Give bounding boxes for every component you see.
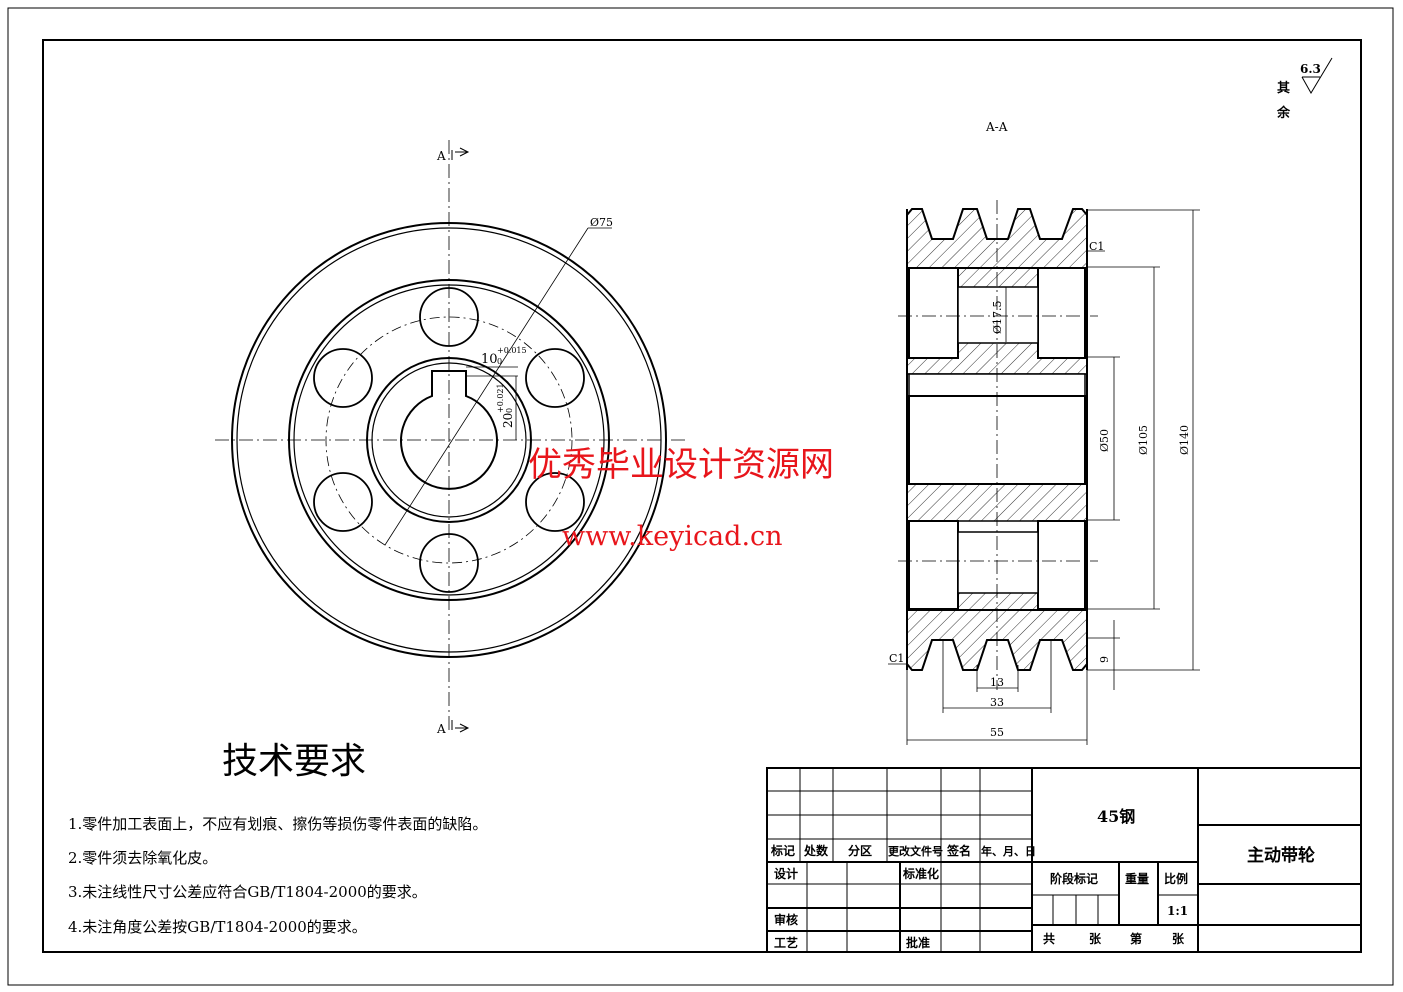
tb-header-mark: 标记 [770,843,795,858]
tech-req-item: 3.未注线性尺寸公差应符合GB/T1804-2000的要求。 [68,883,427,901]
tb-total: 共 [1043,931,1055,946]
tech-req-title: 技术要求 [222,741,366,782]
tb-header-date: 年、月、日 [981,844,1036,858]
tb-weight: 重量 [1125,871,1149,886]
section-label: A-A [985,120,1008,134]
drawing-frame [42,39,1362,953]
tb-standard: 标准化 [902,866,939,881]
watermark-url: www.keyicad.cn [562,521,783,552]
tb-no: 第 [1130,931,1142,946]
roughness-value: 6.3 [1300,62,1321,76]
tb-header-change-doc: 更改文件号 [888,844,943,858]
tech-req-item: 4.未注角度公差按GB/T1804-2000的要求。 [68,918,367,936]
tb-stage: 阶段标记 [1050,871,1098,886]
dim-text: 20 [501,413,515,428]
tb-header-zone: 分区 [848,843,872,858]
tb-header-count: 处数 [803,843,829,858]
dim-width: 55 [990,726,1004,739]
dim-chamfer-bottom: C1 [889,652,904,665]
tb-sheets: 张 [1089,931,1102,946]
dim-keyway-depth: 20 +0.021 0 [496,383,515,428]
tb-process: 工艺 [774,935,798,950]
section-mark-top: A [436,149,446,163]
dim-hole-circle: Ø105 [1137,425,1150,455]
dim-bore: Ø50 [1098,429,1111,452]
tb-scale: 1:1 [1167,904,1188,918]
roughness-label: 其 [1277,80,1290,96]
tech-req-item: 1.零件加工表面上，不应有划痕、擦伤等损伤零件表面的缺陷。 [68,815,487,833]
section-view [888,200,1200,745]
dim-text: 10 [481,352,498,367]
dim-groove-width: 13 [990,676,1004,689]
dim-tol: +0.021 [496,383,505,413]
tb-header-signature: 签名 [946,843,971,858]
dim-hole-dia: Ø17.5 [991,300,1004,334]
dim-groove-pitch: 33 [990,696,1004,709]
tb-scale-label: 比例 [1164,871,1188,886]
tb-approve: 批准 [906,935,930,950]
dim-outer: Ø140 [1178,425,1191,455]
dim-bolt-circle: Ø75 [590,216,613,229]
tb-material: 45钢 [1097,807,1135,826]
tb-part-name: 主动带轮 [1247,845,1315,866]
dim-tol: 0 [497,357,502,366]
dim-chamfer-top: C1 [1089,240,1104,253]
tb-design: 设计 [774,866,798,881]
dim-tol: +0.015 [497,346,527,355]
roughness-symbol: 6.3 其 余 [1276,57,1333,121]
front-view [215,140,685,733]
tb-review: 审核 [774,912,798,927]
dim-keyway-width: 10 +0.015 0 [481,346,527,367]
dim-groove-depth: 9 [1098,656,1111,663]
section-mark-bottom: A [436,722,446,736]
roughness-label: 余 [1276,105,1291,121]
tb-sheet: 张 [1172,931,1185,946]
tech-req-item: 2.零件须去除氧化皮。 [68,849,217,867]
title-block [766,767,1362,953]
dim-tol: 0 [505,408,514,413]
sheet-border [7,7,1394,986]
watermark-title: 优秀毕业设计资源网 [528,445,834,485]
